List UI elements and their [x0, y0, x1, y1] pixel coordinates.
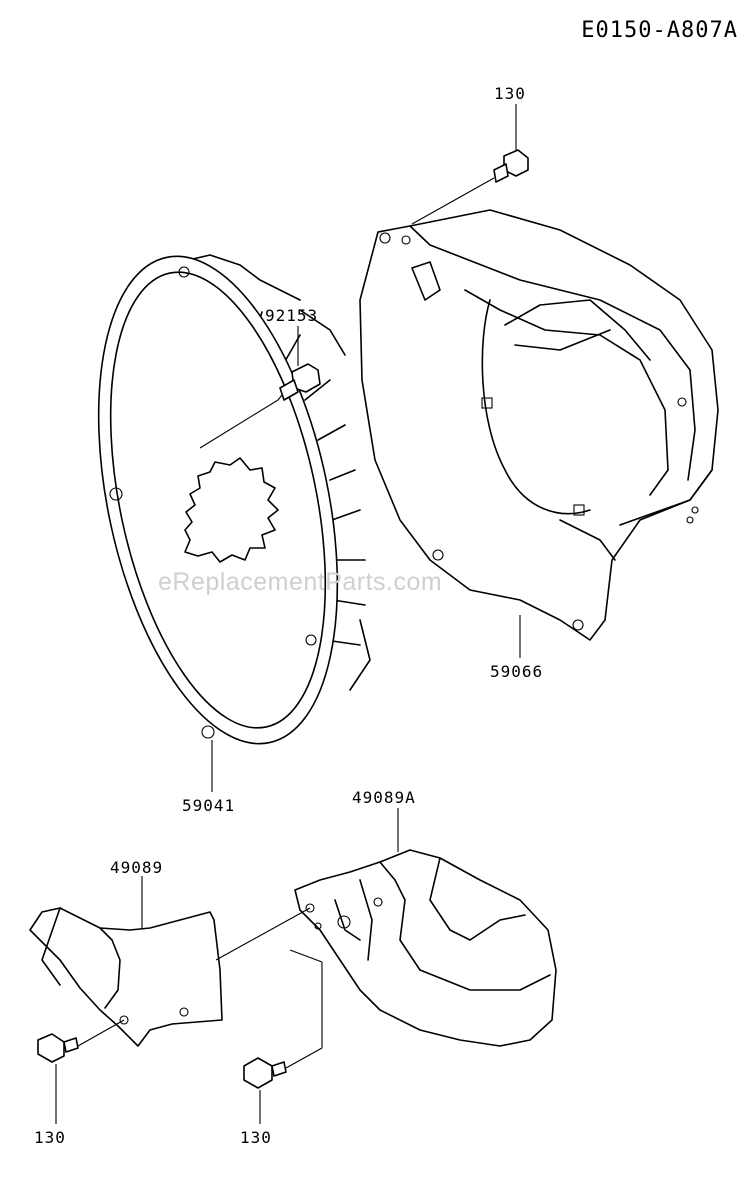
bolt-130-bottom-left-shape[interactable]	[37, 1033, 79, 1063]
cover-49089A-shape[interactable]	[294, 849, 557, 1047]
label-49089: 49089	[110, 858, 164, 877]
label-130-top: 130	[494, 84, 526, 103]
diagram-id: E0150-A807A	[581, 18, 738, 43]
watermark: eReplacementParts.com	[158, 568, 443, 596]
label-92153: 92153	[265, 306, 319, 325]
bolt-130-bottom-mid-shape[interactable]	[243, 1057, 287, 1089]
label-59066: 59066	[490, 662, 544, 681]
label-59041: 59041	[182, 796, 236, 815]
fan-shape[interactable]	[59, 235, 377, 766]
bolt-92153-shape[interactable]	[277, 363, 321, 401]
fan-housing-shape[interactable]	[359, 209, 719, 641]
label-49089A: 49089A	[352, 788, 416, 807]
label-130-bottom-left: 130	[34, 1128, 66, 1147]
cover-49089-shape[interactable]	[29, 907, 223, 1047]
leader-lines	[55, 104, 521, 1124]
label-130-bottom-mid: 130	[240, 1128, 272, 1147]
bolt-130-top-shape[interactable]	[493, 149, 529, 183]
